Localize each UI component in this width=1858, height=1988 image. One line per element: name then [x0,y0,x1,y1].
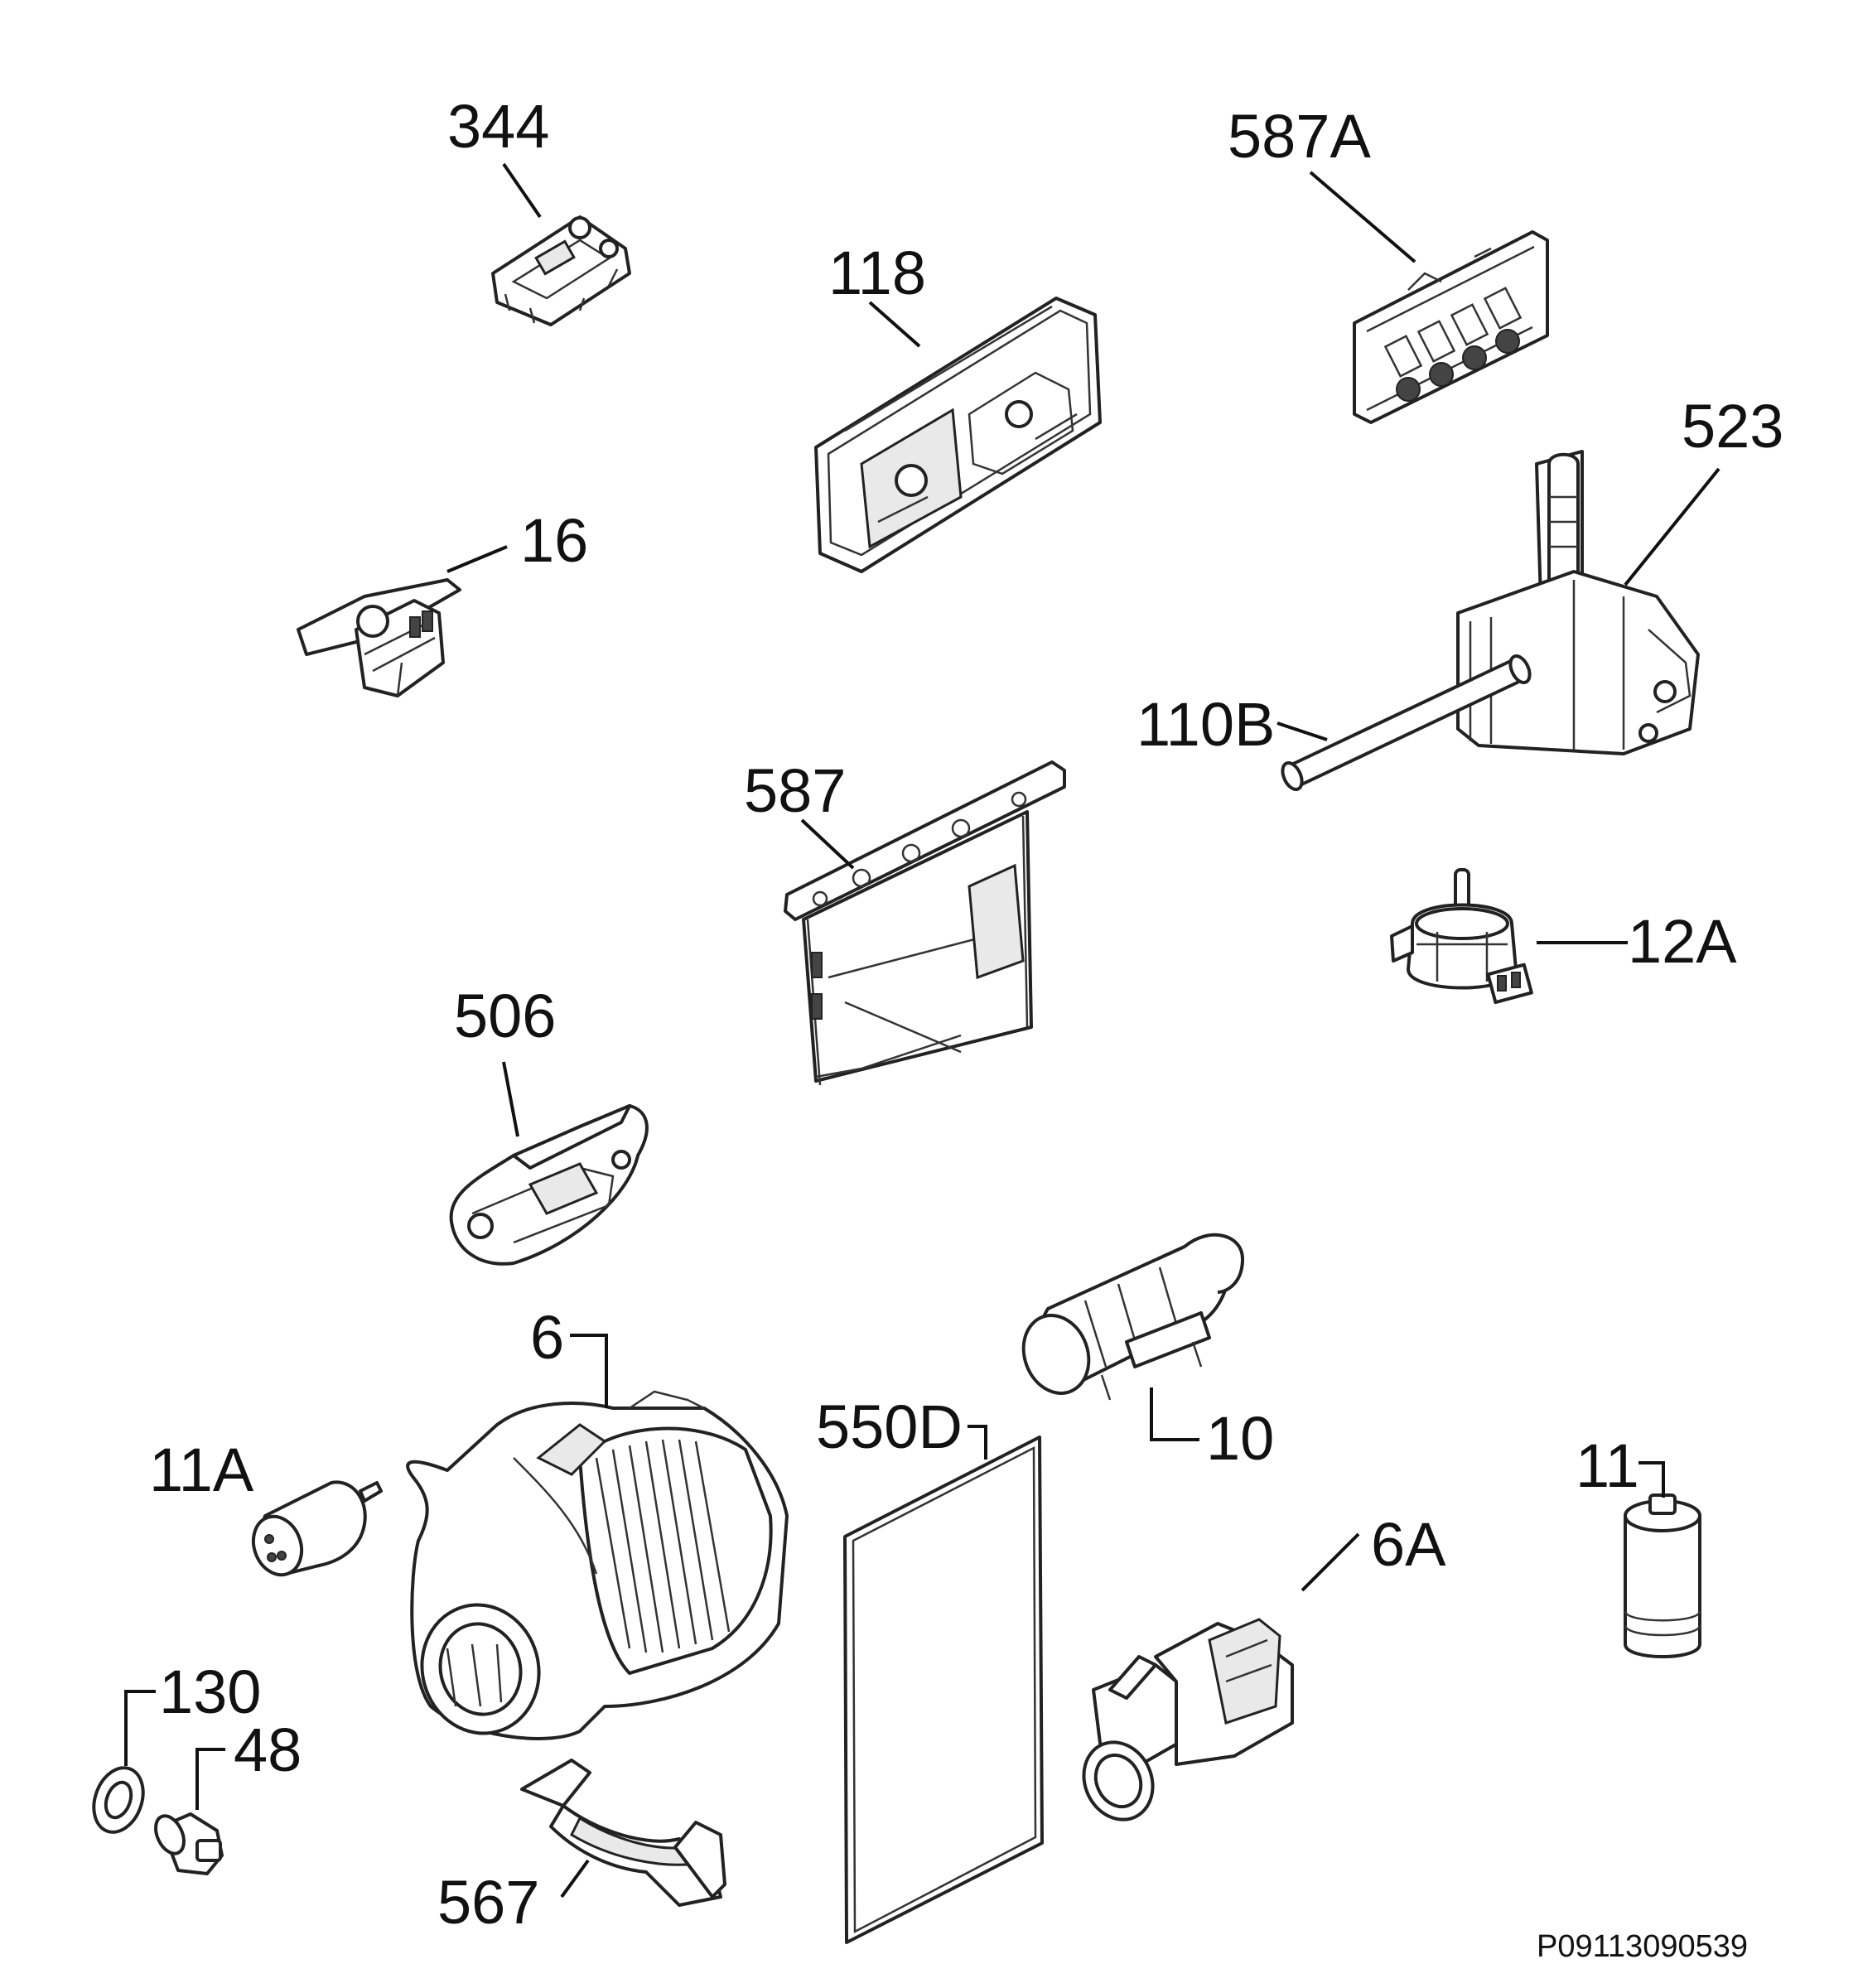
leader-110B [1276,721,1328,741]
leader-48 [195,1748,225,1810]
part-48-plug [154,1812,224,1875]
callout-11A: 11A [149,1436,254,1504]
leader-11 [1638,1461,1665,1498]
part-16-door-lock [297,578,461,697]
leader-523 [1624,467,1720,586]
part-118-electronic-module [814,297,1102,573]
part-344-switch [491,215,631,326]
callout-10: 10 [1206,1404,1274,1473]
leader-587A [1309,171,1416,263]
leader-567 [560,1859,590,1899]
leader-6 [570,1334,608,1408]
callout-550D: 550D [816,1392,963,1461]
part-12A-pressure-switch [1390,868,1533,1005]
leader-118 [868,301,921,348]
leader-550D [968,1425,987,1460]
callout-48: 48 [234,1715,302,1784]
part-550D-panel [843,1436,1044,1944]
callout-344: 344 [447,92,549,161]
part-10-heater [1021,1233,1244,1401]
callout-118: 118 [828,239,926,307]
leader-587 [800,818,855,870]
leader-16 [446,545,508,573]
part-523-water-break [1456,450,1700,755]
part-130-seal-ring [92,1766,145,1834]
callout-567: 567 [437,1868,539,1937]
part-110B-hose [1281,654,1532,791]
leader-6A [1301,1532,1360,1592]
part-587-frame [784,760,1066,1086]
part-587A-control-board [1353,230,1549,424]
callout-6: 6 [530,1303,564,1372]
callout-110B: 110B [1137,690,1275,759]
callout-16: 16 [520,506,588,575]
callout-6A: 6A [1371,1510,1446,1579]
leader-344 [502,162,542,219]
part-11A-capacitor [251,1480,383,1577]
diagram-reference-code: P09113090539 [1537,1929,1748,1964]
callout-12A: 12A [1628,907,1737,976]
part-567-bracket [520,1759,726,1907]
part-11-capacitor [1624,1493,1701,1658]
part-6-pump-motor [406,1390,789,1740]
callout-11: 11 [1576,1431,1639,1500]
leader-10 [1150,1387,1199,1441]
part-6A-drain-pump [1082,1618,1294,1822]
callout-130: 130 [159,1657,261,1726]
callout-587: 587 [744,756,846,825]
callout-506: 506 [454,982,556,1050]
callout-523: 523 [1682,392,1783,461]
callout-587A: 587A [1228,102,1371,171]
leader-130 [124,1690,156,1766]
leader-506 [502,1061,519,1137]
part-506-dispenser [449,1104,649,1266]
